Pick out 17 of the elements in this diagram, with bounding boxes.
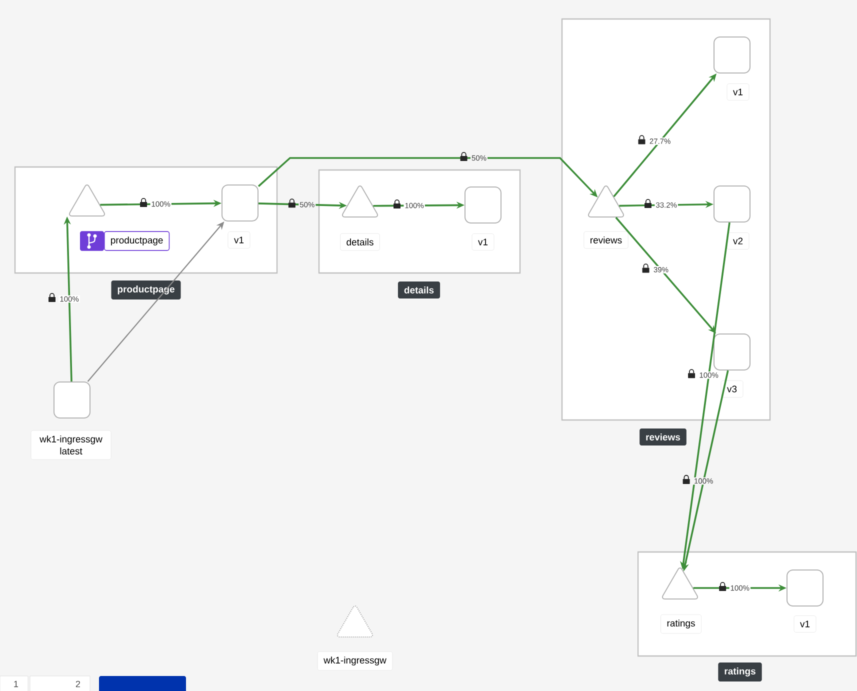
group-badge: reviews	[640, 428, 686, 446]
node-label: details	[340, 233, 380, 251]
group-badge: ratings	[718, 662, 762, 682]
node-label: v1	[794, 616, 816, 632]
node-label: v1	[472, 234, 494, 250]
node-label: wk1-ingressgw latest	[30, 430, 112, 460]
node-label: reviews	[584, 231, 628, 249]
group-badge: productpage	[111, 280, 181, 300]
node-label: v2	[726, 232, 750, 250]
group-badge: details	[398, 282, 440, 298]
node-label: v1	[726, 84, 750, 100]
node-label: productpage	[104, 231, 170, 251]
node-label: ratings	[660, 614, 702, 634]
node-label: v1	[228, 232, 250, 248]
node-label: v3	[720, 380, 744, 398]
toolbar-button: 1	[0, 676, 28, 691]
node-label: wk1-ingressgw	[317, 651, 393, 671]
